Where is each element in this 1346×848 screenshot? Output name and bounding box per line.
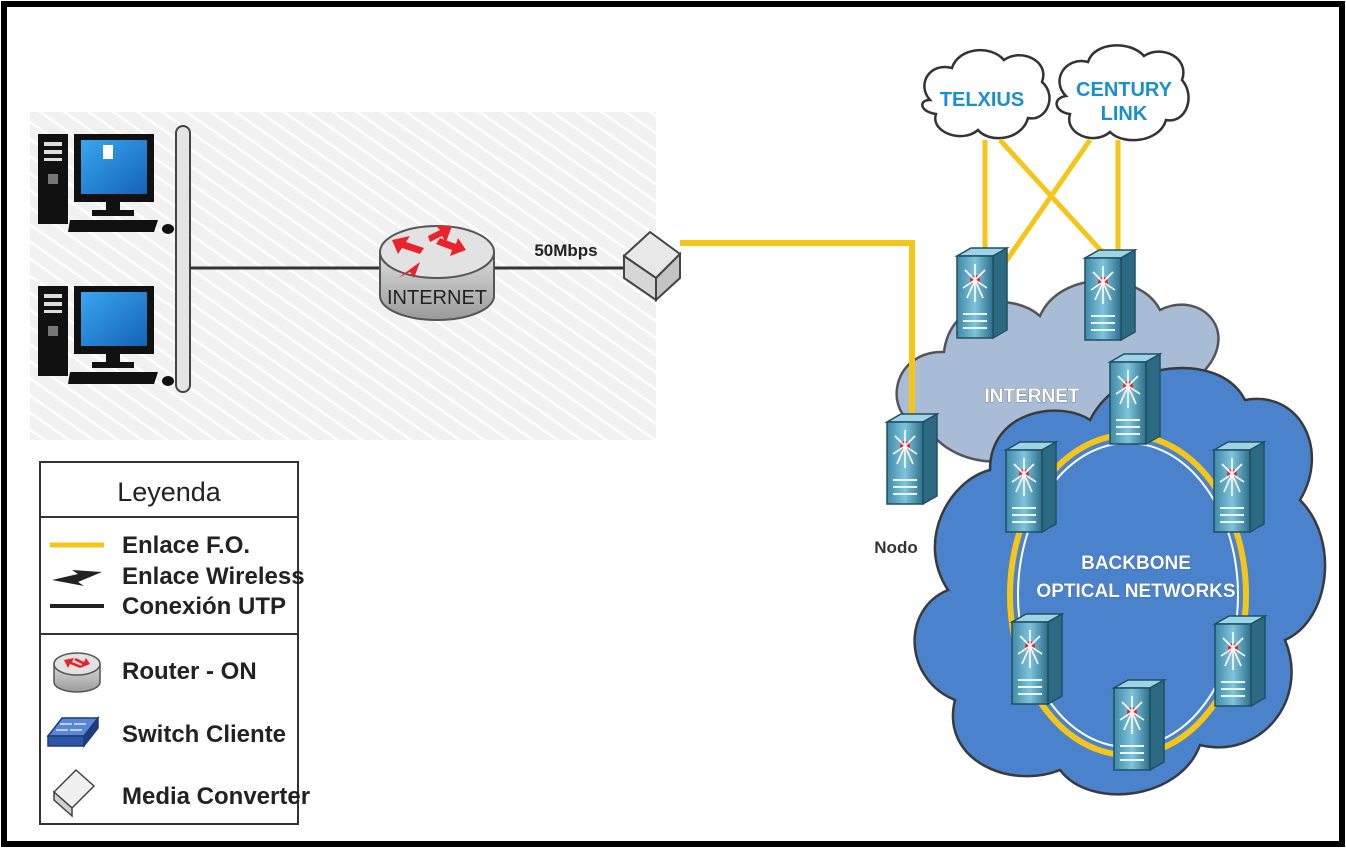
provider-2-label-line2: LINK — [1101, 103, 1148, 125]
internet-cloud-label: INTERNET — [985, 386, 1080, 407]
node-tower-icon — [886, 413, 938, 505]
router-icon — [53, 652, 101, 693]
legend-label: Switch Cliente — [122, 721, 286, 748]
backbone-tower-icon — [1113, 679, 1165, 771]
backbone-label-line2: OPTICAL NETWORKS — [1036, 581, 1235, 602]
media-converter-icon — [622, 230, 682, 303]
legend-label: Router - ON — [122, 658, 257, 685]
backbone-tower-icon — [1214, 615, 1266, 707]
fiber-link — [680, 240, 915, 420]
edge-router-tower-icon — [956, 247, 1008, 339]
legend-label: Conexión UTP — [122, 593, 286, 620]
legend-label: Enlace F.O. — [122, 532, 250, 559]
switch-icon — [46, 715, 100, 749]
lan-bus-icon — [175, 125, 191, 393]
legend: Leyenda Enlace F.O. Enlace Wireless Cone… — [39, 461, 310, 825]
provider-2-label-line1: CENTURY — [1076, 79, 1173, 101]
legend-label: Media Converter — [122, 783, 310, 810]
router-label: INTERNET — [387, 287, 487, 309]
backbone-tower-icon — [1213, 441, 1265, 533]
legend-title: Leyenda — [117, 477, 222, 507]
edge-router-tower-icon — [1084, 249, 1136, 341]
centurylink-cloud — [1055, 44, 1190, 142]
backbone-tower-icon — [1109, 353, 1161, 445]
provider-fiber-links — [982, 138, 1121, 272]
screen-document-icon — [103, 145, 113, 159]
bandwidth-label: 50Mbps — [534, 241, 597, 260]
telxius-cloud — [921, 48, 1051, 140]
router-icon — [379, 225, 495, 321]
backbone-label-line1: BACKBONE — [1081, 553, 1191, 574]
provider-1-label: TELXIUS — [940, 89, 1024, 111]
media-converter-icon — [52, 768, 96, 818]
wireless-bolt-icon — [52, 570, 102, 586]
backbone-tower-icon — [1011, 613, 1063, 705]
node-label: Nodo — [874, 538, 917, 557]
legend-label: Enlace Wireless — [122, 563, 305, 590]
backbone-tower-icon — [1005, 441, 1057, 533]
